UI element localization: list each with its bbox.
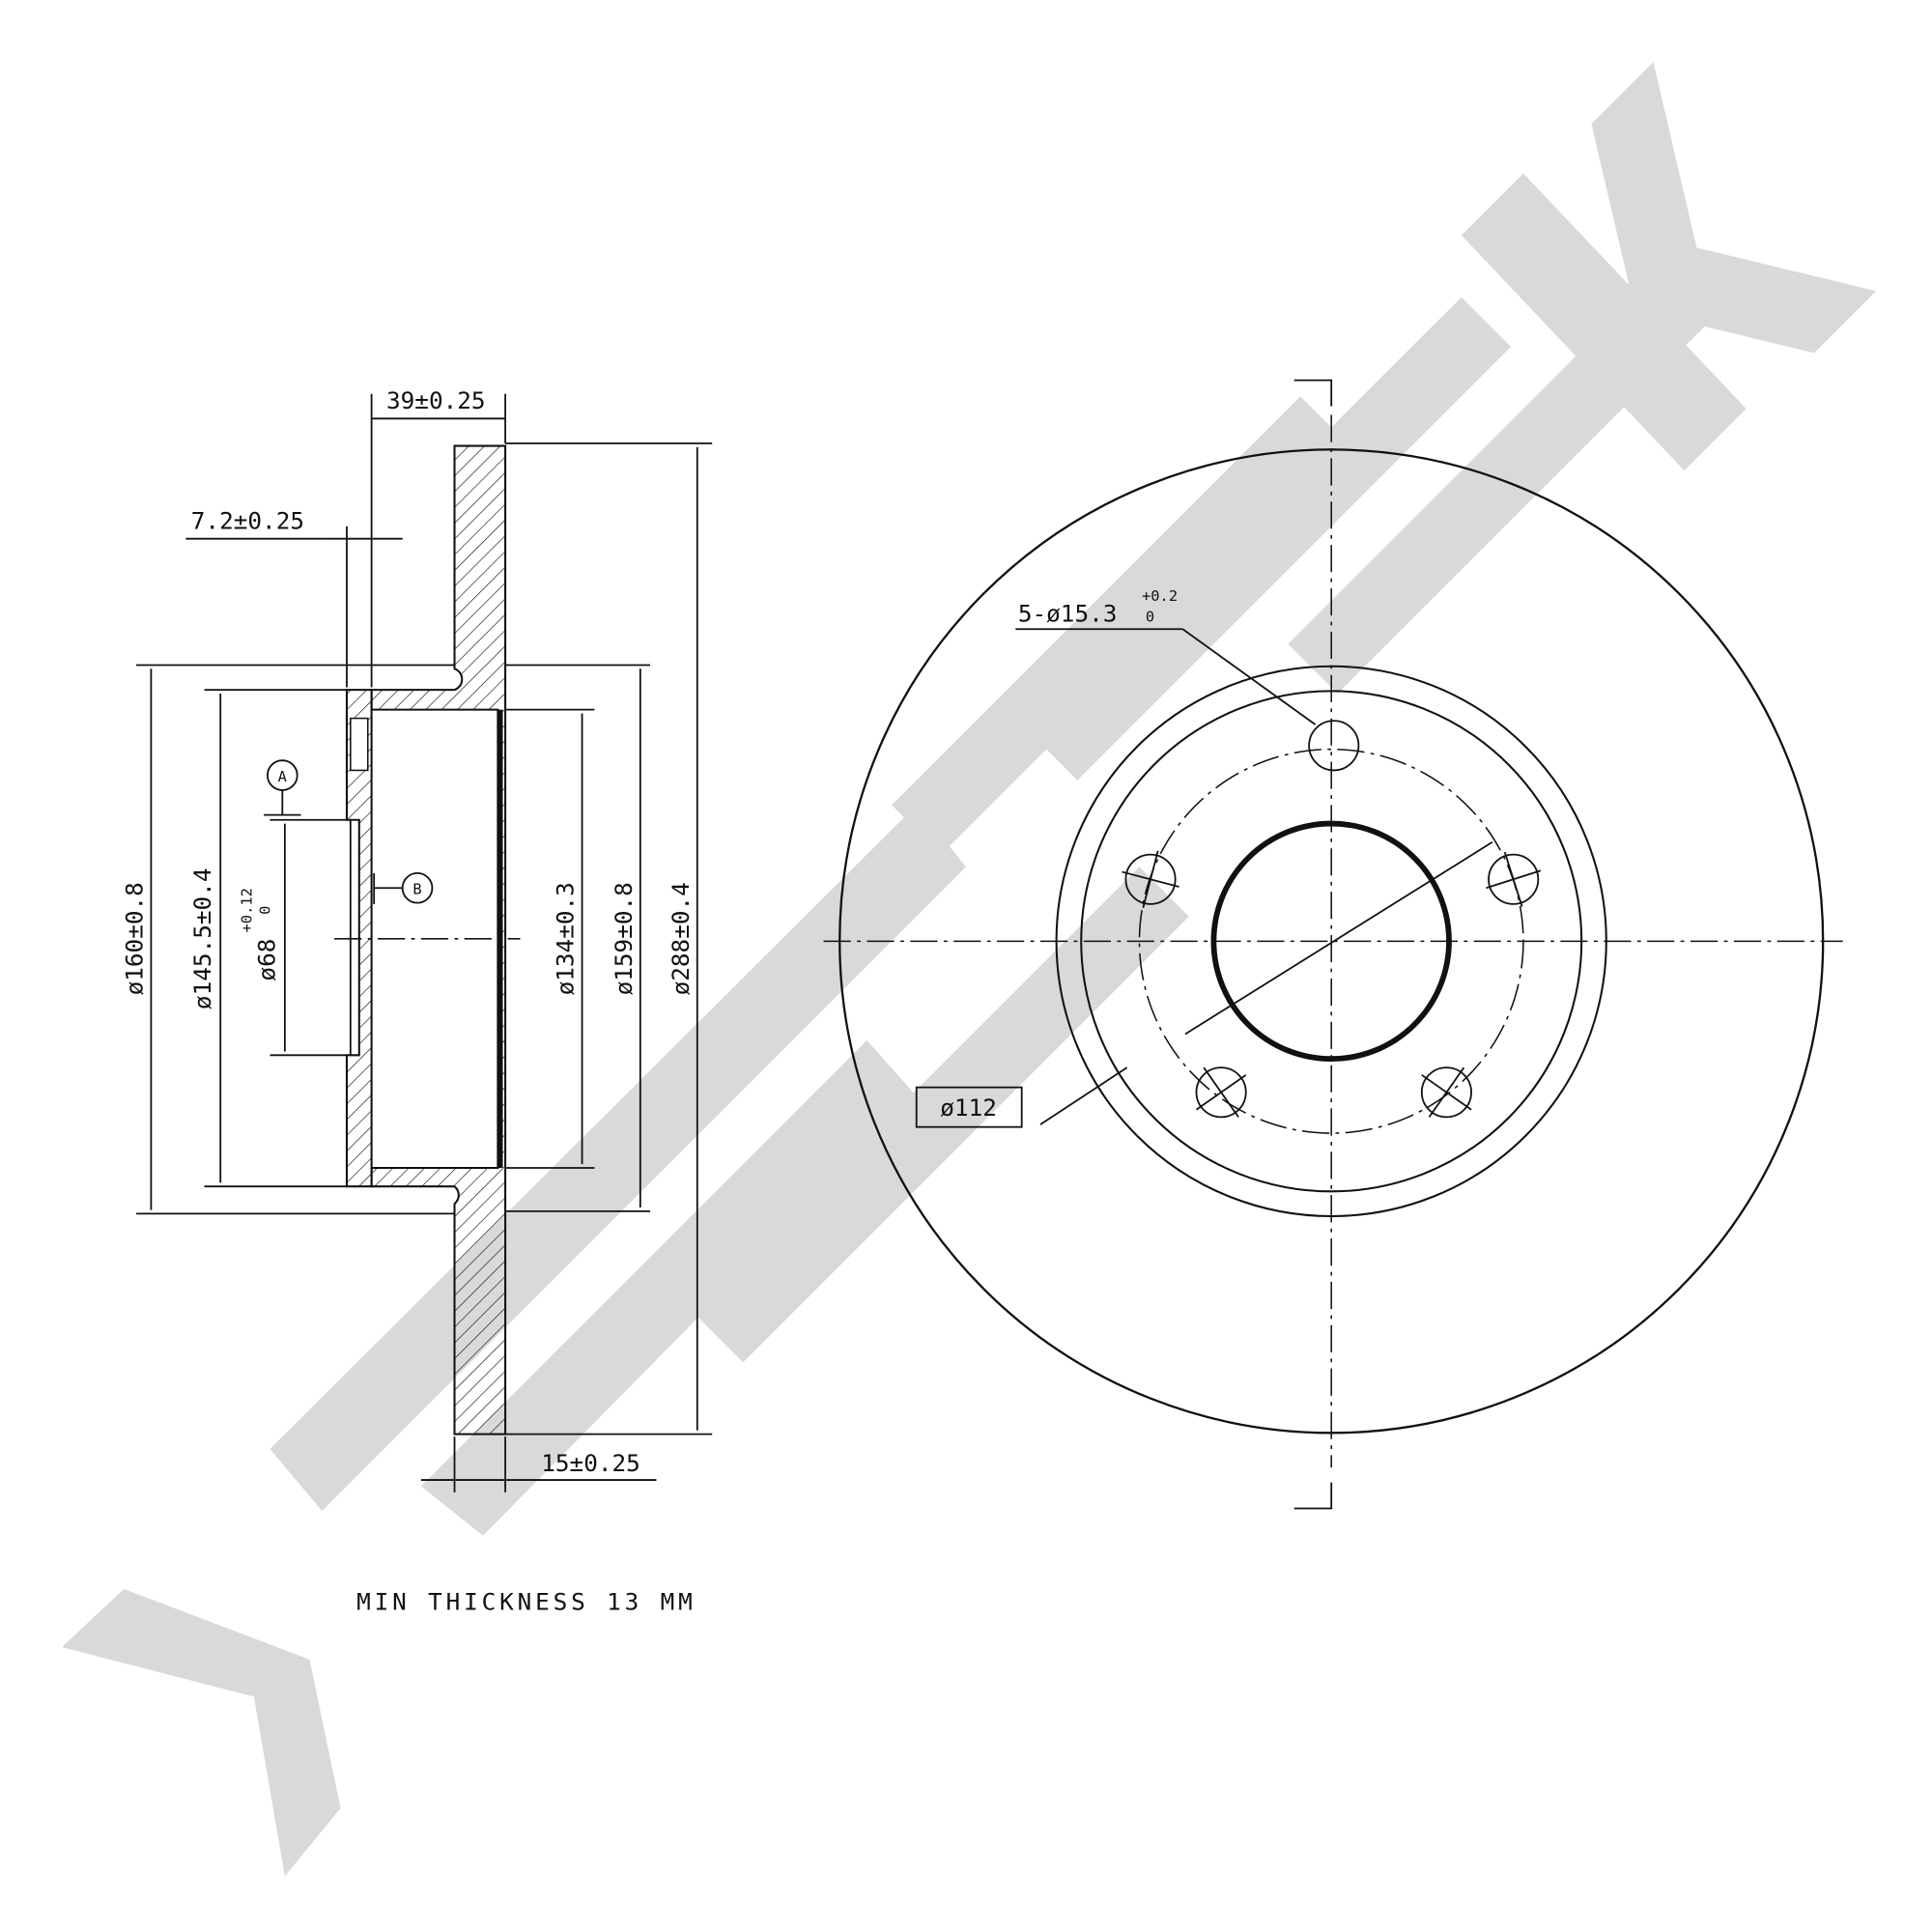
dia-288-dim: ø288±0.4: [667, 882, 695, 995]
flange-thickness-dim: 7.2±0.25: [191, 506, 304, 534]
bolt-tol-upper: +0.2: [1142, 587, 1178, 605]
pcd-box: [915, 1086, 1023, 1128]
pcd-leader: [1184, 841, 1493, 1036]
pcd-dim: ø112: [940, 1094, 997, 1122]
front-view: ø112 5-ø15.3 +0.2 0: [823, 379, 1843, 1510]
dia-145-dim: ø145.5±0.4: [188, 868, 216, 1010]
bolt-hole: [1488, 853, 1540, 905]
disc-thickness-dim: 15±0.25: [541, 1449, 640, 1477]
bolt-hole: [1420, 1066, 1472, 1119]
bolt-hole-leader: [1181, 628, 1317, 725]
dia-159-dim: ø159±0.8: [610, 882, 638, 995]
bolt-hole: [1124, 853, 1177, 905]
bolt-hole: [1195, 1066, 1247, 1119]
min-thickness-note: MIN THICKNESS 13 MM: [356, 1588, 696, 1616]
dia-68-dim: ø68: [253, 939, 281, 981]
bolt-holes: [1122, 720, 1542, 1119]
dia-68-tol-lower: 0: [256, 906, 273, 915]
bolt-tol-lower: 0: [1146, 609, 1154, 626]
dia-134-dim: ø134±0.3: [552, 882, 580, 995]
datum-a-label: A: [278, 768, 287, 785]
datum-b-label: B: [412, 881, 421, 898]
hat-depth-dim: 39±0.25: [386, 386, 486, 414]
dia-160-dim: ø160±0.8: [120, 882, 148, 995]
dia-68-tol-upper: +0.12: [238, 888, 255, 932]
watermark-logo: [62, 62, 1877, 1877]
bolt-hole: [1308, 720, 1360, 772]
bolt-hole-dim: 5-ø15.3: [1018, 600, 1118, 628]
side-section-view: A B 39±0.25 7.2±0.25 15±0.25 ø160±0.8 ø1…: [120, 386, 713, 1616]
